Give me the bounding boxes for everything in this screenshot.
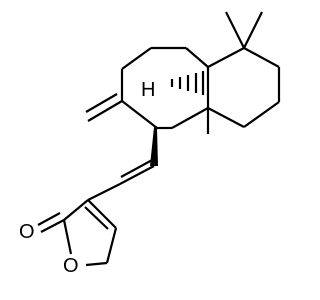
exocyclic-double-bond (87, 100, 123, 122)
carbonyl-oxygen-label: O (19, 221, 35, 243)
butenolide-ring (37, 199, 118, 267)
bond (121, 100, 158, 129)
molecule-structure: H O O (19, 11, 281, 277)
exocyclic-double-bond (85, 93, 118, 113)
hydrogen-label: H (141, 79, 155, 101)
bond (120, 158, 155, 178)
carbonyl-bond (40, 219, 65, 233)
bond (243, 101, 280, 128)
hashed-wedge (170, 71, 205, 95)
bond (207, 47, 245, 68)
vinyl-linker (87, 158, 155, 201)
decalin-core (85, 11, 281, 134)
bond (63, 199, 89, 221)
bond (85, 261, 108, 267)
bond (243, 47, 280, 68)
bond (87, 199, 117, 229)
bond (87, 183, 121, 201)
bond (185, 47, 209, 68)
bond (207, 107, 245, 128)
bond (171, 107, 209, 129)
methyl-bond (225, 11, 245, 49)
carbonyl-bond (37, 212, 61, 226)
bond (84, 206, 109, 230)
bond (119, 165, 155, 185)
methyl-bond (243, 11, 263, 49)
bond (62, 219, 73, 255)
ring-oxygen-label: O (63, 255, 79, 277)
solid-wedge (150, 127, 158, 166)
bond (121, 47, 152, 70)
bond (105, 227, 118, 264)
